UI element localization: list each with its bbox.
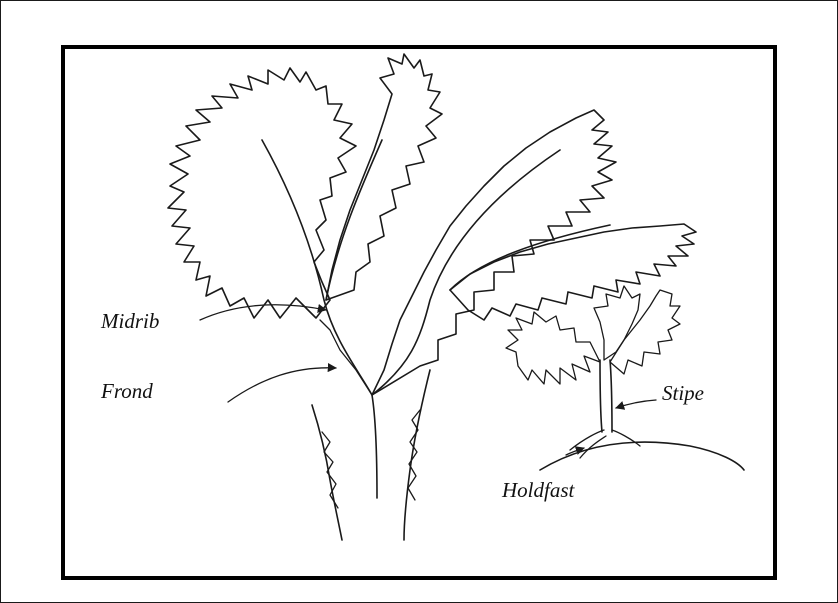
left-inner-frond-outline — [320, 320, 372, 395]
rock-outline — [540, 442, 744, 470]
large-stem-left-fringe — [322, 432, 338, 508]
small-right-frond — [610, 290, 680, 374]
far-right-frond-outline — [450, 224, 696, 320]
right-midrib — [326, 140, 382, 300]
left-frond-outline — [168, 68, 356, 318]
top-middle-frond-outline — [326, 54, 442, 300]
branch-midrib-far-right — [450, 225, 610, 290]
small-left-frond — [506, 312, 600, 384]
small-middle-frond — [594, 286, 640, 360]
midrib-label: Midrib — [100, 309, 159, 333]
large-stem-right-edge — [404, 370, 430, 540]
right-upper-frond-outline — [372, 110, 616, 395]
small-stipe-left — [600, 360, 602, 432]
diagram-frame — [63, 47, 775, 578]
holdfast-roots — [570, 430, 640, 458]
frond-pointer-line — [228, 368, 336, 402]
stipe-label: Stipe — [662, 381, 704, 405]
small-seaweed-illustration — [506, 286, 744, 470]
small-stipe-right — [610, 360, 612, 432]
holdfast-label: Holdfast — [501, 478, 576, 502]
frond-label: Frond — [100, 379, 153, 403]
stipe-pointer-line — [616, 400, 656, 408]
